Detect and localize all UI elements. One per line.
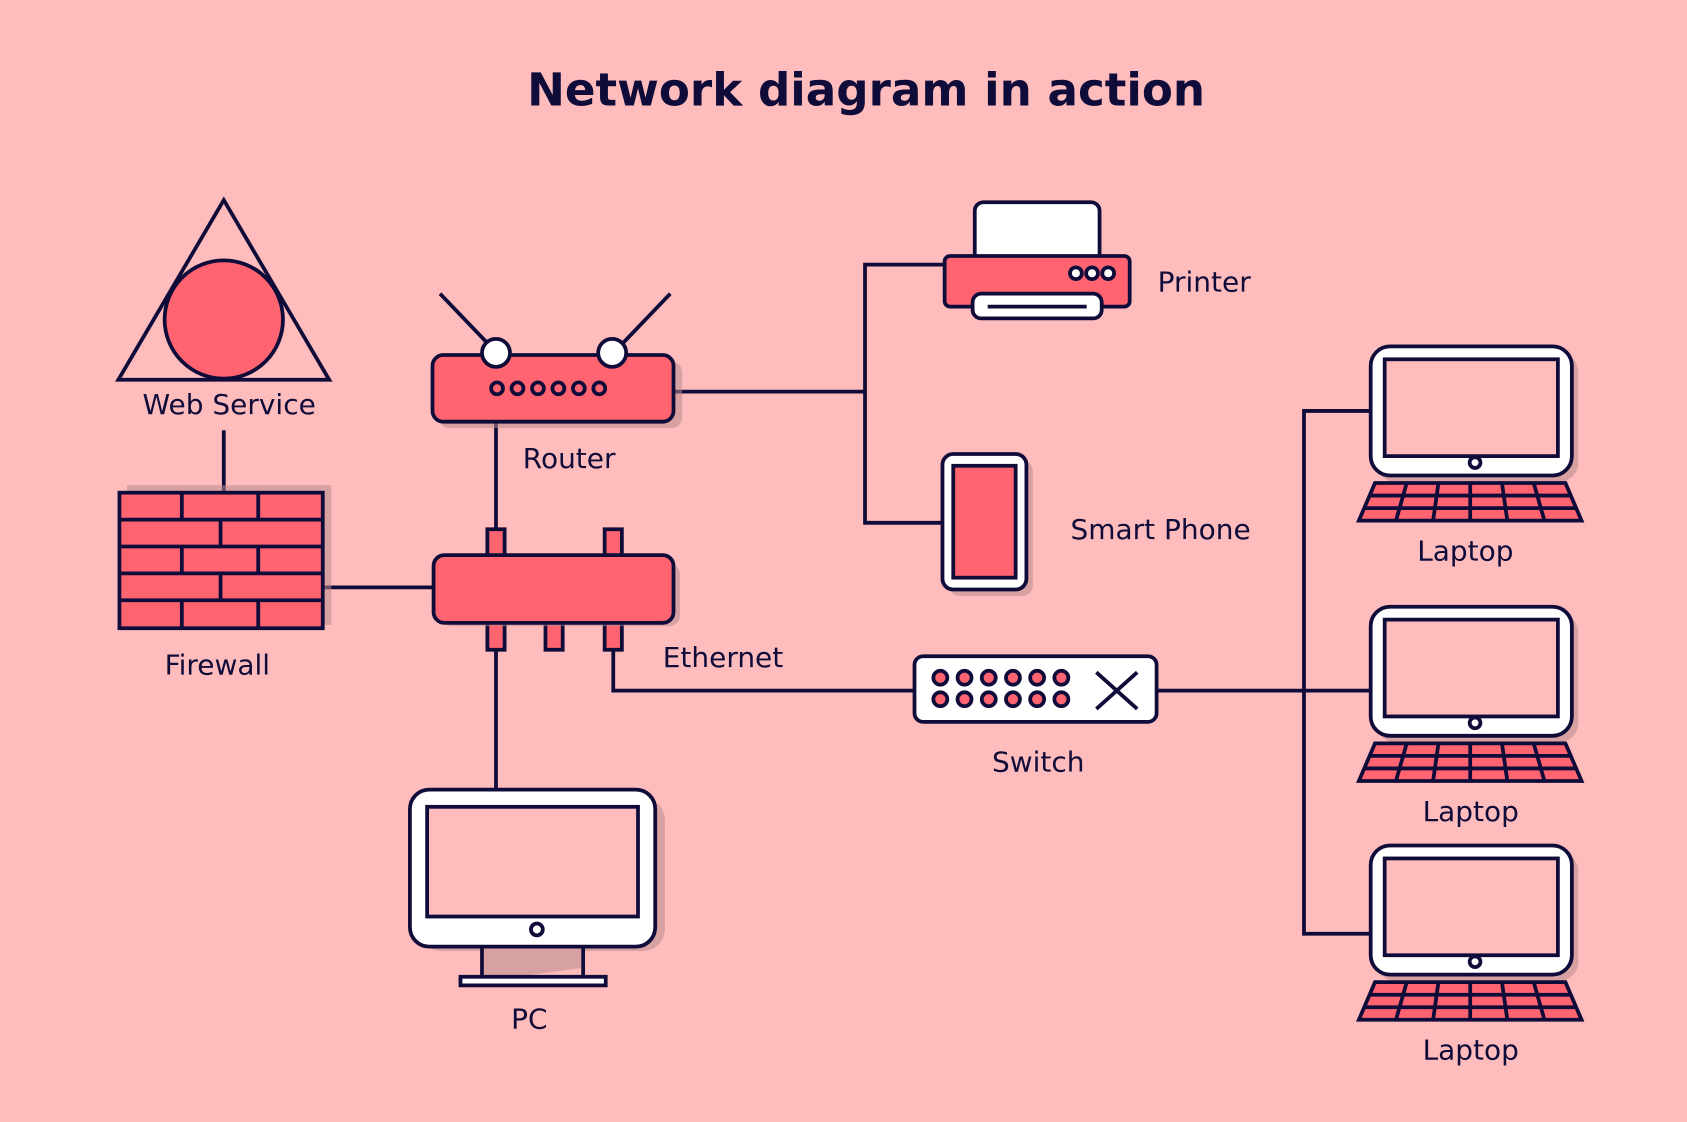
switch-port-led (1004, 668, 1022, 687)
switch-port-led (1052, 668, 1071, 687)
switch-node[interactable]: Switch (912, 654, 1159, 778)
connections (221, 262, 1371, 936)
web-service-node[interactable]: Web Service (115, 196, 333, 421)
ethernet-label: Ethernet (663, 641, 784, 674)
laptop-icon (1355, 843, 1585, 1022)
firewall-label: Firewall (165, 648, 270, 681)
web-service-icon (115, 196, 333, 382)
switch-port-led (1028, 668, 1047, 687)
router-node[interactable]: Router (430, 292, 683, 475)
link-ethernet-switch (611, 649, 915, 693)
link-switch-laptop-3 (1302, 690, 1371, 936)
link-switch-laptop-1 (1302, 409, 1371, 691)
laptop-node-3[interactable]: Laptop (1355, 843, 1585, 1067)
switch-port-led (1028, 690, 1047, 709)
web-service-label: Web Service (143, 388, 316, 421)
laptop-node-1[interactable]: Laptop (1355, 344, 1585, 567)
laptop-node-2[interactable]: Laptop (1355, 604, 1585, 828)
switch-port-led (1004, 690, 1022, 709)
printer-label: Printer (1158, 266, 1252, 299)
switch-port-led (955, 668, 974, 687)
laptop-icon (1355, 604, 1585, 783)
switch-port-led (955, 690, 974, 709)
printer-node[interactable]: Printer (942, 200, 1252, 321)
switch-port-led (931, 690, 950, 709)
desktop-monitor-icon (408, 787, 665, 988)
smart-phone-label: Smart Phone (1071, 513, 1251, 546)
link-router-printer (673, 262, 945, 394)
switch-port-led (979, 690, 998, 709)
switch-label: Switch (992, 745, 1084, 778)
laptop-label: Laptop (1417, 534, 1513, 567)
switch-port-led (1052, 690, 1071, 709)
firewall-node[interactable]: Firewall (117, 485, 332, 681)
ethernet-hub-icon (431, 527, 680, 652)
laptop-label: Laptop (1423, 795, 1519, 828)
firewall-icon (117, 485, 332, 631)
laptop-icon (1355, 344, 1585, 523)
network-switch-icon (912, 654, 1159, 724)
link-router-smartphone (863, 391, 943, 525)
smartphone-icon (940, 452, 1033, 596)
router-label: Router (523, 442, 616, 475)
laptop-label: Laptop (1423, 1034, 1519, 1067)
switch-port-led (979, 668, 998, 687)
ethernet-node[interactable]: Ethernet (431, 527, 784, 674)
switch-port-led (931, 668, 950, 687)
pc-label: PC (511, 1002, 547, 1035)
smart-phone-node[interactable]: Smart Phone (940, 452, 1251, 596)
router-icon (430, 292, 683, 429)
printer-icon (942, 200, 1132, 321)
pc-node[interactable]: PC (408, 787, 665, 1036)
diagram-title: Network diagram in action (527, 63, 1205, 116)
